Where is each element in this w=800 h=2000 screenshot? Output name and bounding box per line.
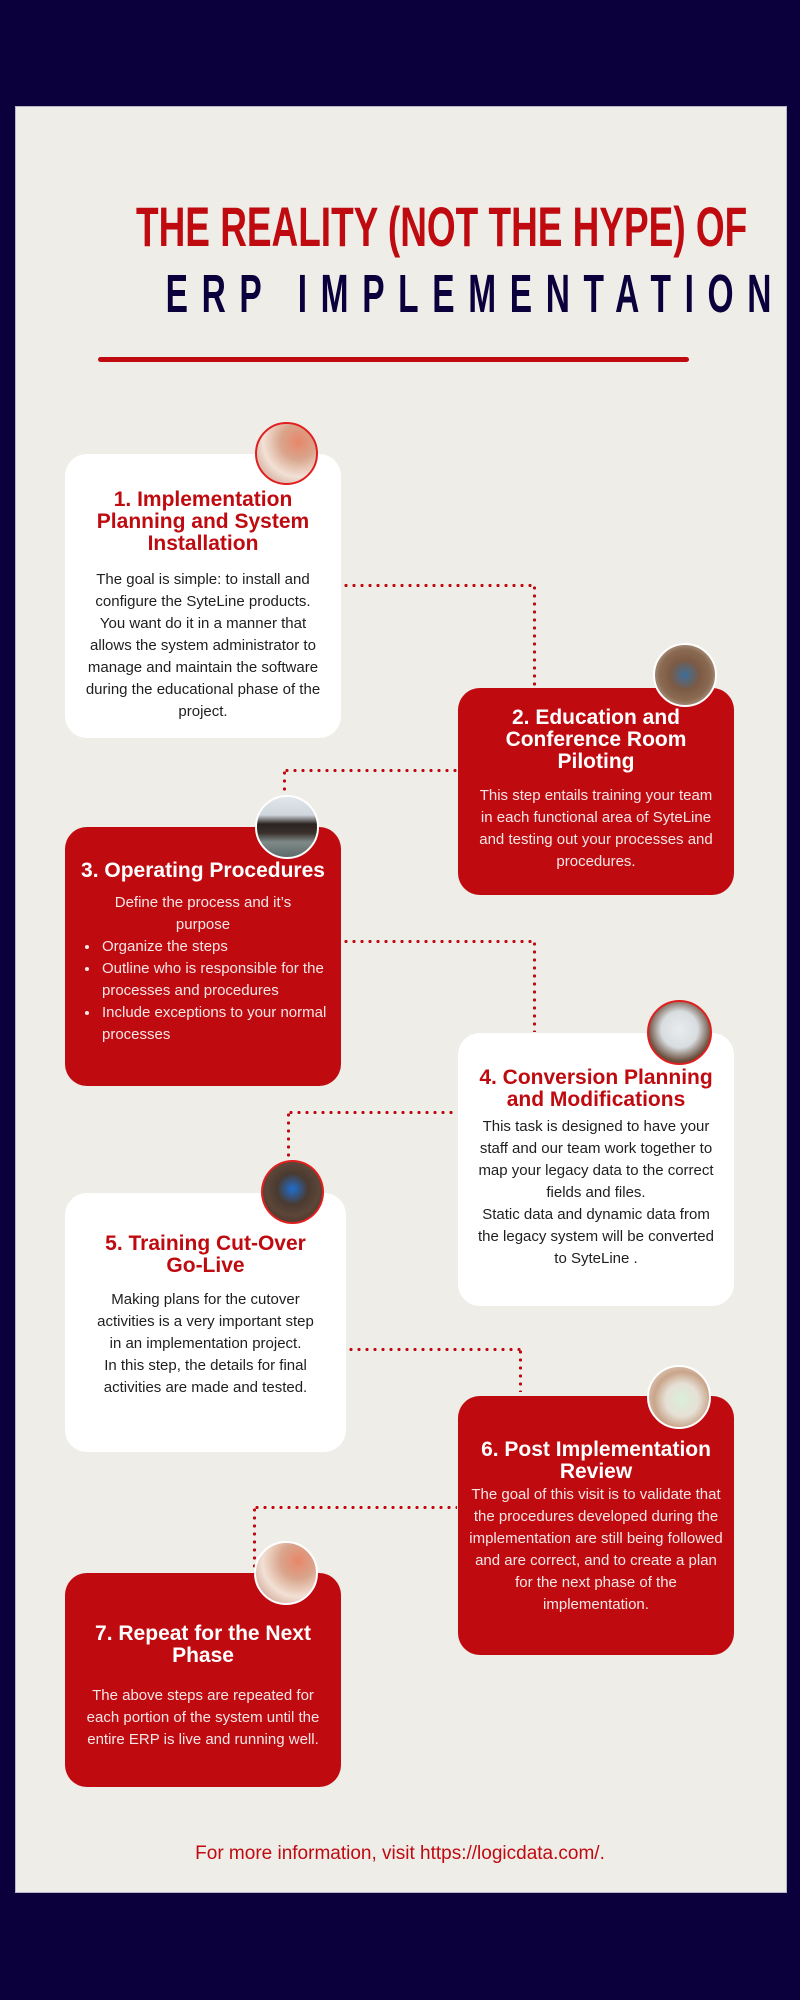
step-7-photo-icon <box>254 1541 318 1605</box>
step-card-4: 4. Conversion Planning and Modifications… <box>458 1033 734 1306</box>
step-4-photo-icon <box>647 1000 712 1065</box>
step-4-body: This task is designed to have your staff… <box>478 1118 714 1201</box>
title-line-2: ERP IMPLEMENTATION <box>165 264 786 324</box>
step-card-6: 6. Post Implementation Review The goal o… <box>458 1396 734 1655</box>
step-2-body: This step entails training your team in … <box>479 787 713 870</box>
connector-3-4-horizontal <box>342 940 536 943</box>
step-card-2: 2. Education and Conference Room Pilotin… <box>458 688 734 895</box>
step-1-photo-icon <box>255 422 318 485</box>
connector-1-2-vertical <box>533 584 536 688</box>
step-card-1: 1. Implementation Planning and System In… <box>65 454 341 738</box>
connector-2-3-horizontal <box>283 769 457 772</box>
connector-5-6-vertical <box>519 1348 522 1392</box>
step-4-body-2: Static data and dynamic data from the le… <box>478 1206 714 1267</box>
step-5-title: 5. Training Cut-Over Go-Live <box>105 1232 306 1277</box>
step-2-title: 2. Education and Conference Room Pilotin… <box>505 706 687 773</box>
step-1-title: 1. Implementation Planning and System In… <box>96 488 310 555</box>
connector-1-2-horizontal <box>342 584 536 587</box>
step-5-body-2: In this step, the details for final acti… <box>103 1357 308 1396</box>
step-3-photo-icon <box>255 795 319 859</box>
step-card-3: 3. Operating Procedures Define the proce… <box>65 827 341 1086</box>
step-5-photo-icon <box>261 1160 324 1224</box>
step-3-title: 3. Operating Procedures <box>81 859 325 882</box>
step-card-7: 7. Repeat for the Next Phase The above s… <box>65 1573 341 1787</box>
footer-info-link[interactable]: For more information, visit https://logi… <box>195 1843 605 1864</box>
step-2-photo-icon <box>653 643 717 707</box>
step-7-body: The above steps are repeated for each po… <box>86 1687 320 1748</box>
step-5-body: Making plans for the cutover activities … <box>97 1291 314 1352</box>
step-7-title: 7. Repeat for the Next Phase <box>95 1622 311 1667</box>
connector-5-6-horizontal <box>347 1348 522 1351</box>
connector-4-5-vertical <box>287 1111 290 1161</box>
title-line-1: THE REALITY (NOT THE HYPE) OF <box>136 195 748 258</box>
connector-2-3-vertical <box>283 769 286 795</box>
connector-6-7-horizontal <box>253 1506 457 1509</box>
step-6-title: 6. Post Implementation Review <box>481 1438 711 1483</box>
step-6-body: The goal of this visit is to validate th… <box>469 1486 723 1613</box>
connector-6-7-vertical <box>253 1506 256 1570</box>
connector-3-4-vertical <box>533 940 536 1032</box>
step-3-bullet: Outline who is responsible for the proce… <box>100 958 331 1002</box>
step-4-title: 4. Conversion Planning and Modifications <box>479 1066 713 1111</box>
title-divider <box>98 357 689 362</box>
step-3-intro: Define the process and it’s purpose <box>114 894 292 933</box>
step-1-body: The goal is simple: to install and confi… <box>85 571 321 720</box>
step-6-photo-icon <box>647 1365 711 1429</box>
step-3-bullet: Organize the steps <box>100 936 331 958</box>
step-3-bullets: Organize the steps Outline who is respon… <box>75 936 331 1046</box>
step-3-bullet: Include exceptions to your normal proces… <box>100 1002 331 1046</box>
connector-4-5-horizontal <box>287 1111 457 1114</box>
step-card-5: 5. Training Cut-Over Go-Live Making plan… <box>65 1193 346 1452</box>
